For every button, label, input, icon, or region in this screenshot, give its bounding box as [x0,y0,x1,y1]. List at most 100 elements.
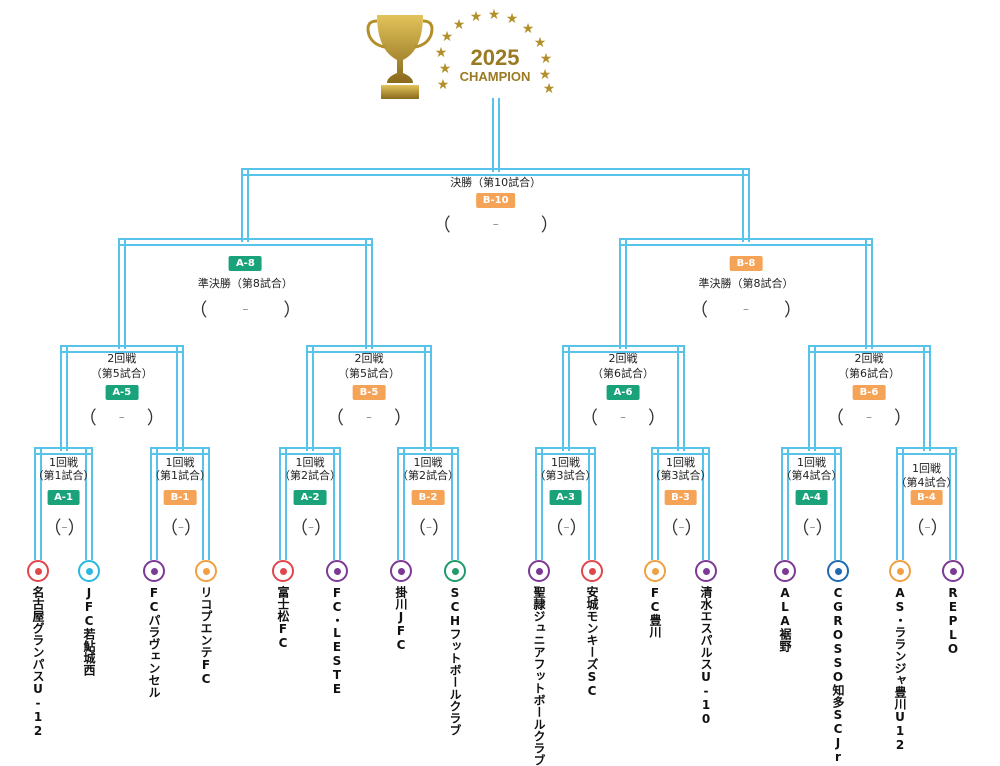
game-label: （第2試合） [397,469,459,482]
match-badge: A-1 [47,490,80,505]
bracket-line [781,447,789,560]
open-paren: （ [660,518,679,539]
score-dash: – [242,302,249,316]
round-label: 1回戦 [912,462,941,475]
game-label: （第5試合） [338,367,400,380]
round-label: 1回戦 [49,456,78,469]
close-paren: ） [432,518,450,539]
score-field: （–） [580,404,666,430]
ball-center [588,567,596,575]
svg-text:★: ★ [539,67,552,83]
bracket-line [865,238,873,348]
team-name: SCHフットボールクラブ [448,586,462,736]
score-dash: – [61,520,68,534]
score-dash: – [866,410,872,424]
svg-text:★: ★ [470,9,483,25]
score-dash: – [118,410,125,424]
bracket-line [651,447,659,560]
bracket-line [117,238,373,246]
team-name: 富士松FC [276,586,290,650]
team-name: 清水エスパルスU-10 [699,586,713,726]
bracket-line [117,238,126,348]
round-label: 1回戦 [797,456,826,469]
game-label: （第2試合） [279,469,341,482]
bracket-line [150,447,158,560]
round-label: 2回戦 [854,352,884,365]
team-name: FC豊川 [648,586,662,638]
bracket-line [333,447,341,560]
close-paren: ） [648,408,666,429]
team-ball-icon [78,560,100,582]
open-paren: （ [906,518,925,539]
trophy-year: 2025 [471,45,520,70]
match-badge: A-6 [606,385,640,400]
score-field: （–） [160,514,202,540]
game-label: （第1試合） [32,469,95,482]
close-paren: ） [569,518,588,539]
bracket-line [306,345,314,450]
svg-text:★: ★ [441,29,454,45]
score-dash: – [492,217,499,231]
match-badge: B-8 [729,256,763,271]
bracket-line [896,447,957,455]
match-badge: A-3 [549,490,582,505]
close-paren: ） [283,300,302,321]
bracket-line [742,168,750,241]
open-paren: （ [408,518,426,539]
bracket-line [241,168,750,176]
open-paren: （ [160,518,178,539]
game-label: （第5試合） [90,367,153,380]
match-badge: B-4 [910,490,943,505]
match-badge: B-6 [852,385,886,400]
score-field: （–） [791,514,834,540]
bracket-line [949,447,957,560]
bracket-line [619,238,627,348]
round-label: 1回戦 [295,456,325,469]
ball-center [202,567,210,575]
open-paren: （ [78,408,97,429]
team-ball-icon [889,560,911,582]
svg-text:★: ★ [522,21,535,37]
close-paren: ） [184,518,202,539]
team-name: 安城モンキーズSC [585,586,599,698]
bracket-line [491,98,500,172]
bracket-line [279,447,287,560]
score-field: （–） [660,514,703,540]
bracket-line [150,447,210,455]
svg-text:★: ★ [453,17,466,33]
score-field: （–） [408,514,450,540]
score-field: （–） [43,514,86,540]
close-paren: ） [394,408,412,429]
svg-text:★: ★ [543,81,556,97]
open-paren: （ [690,300,708,321]
score-field: （–） [826,404,912,430]
team-ball-icon [326,560,348,582]
ball-center [150,567,158,575]
score-field: （–） [546,514,588,540]
ball-center [651,567,659,575]
match-badge: B-3 [664,490,697,505]
open-paren: （ [43,518,62,539]
close-paren: ） [684,518,703,539]
score-field: （–） [690,296,802,322]
bracket-line [85,447,93,560]
open-paren: （ [580,408,598,429]
team-name: 聖隷ジュニアフットボールクラブ [532,586,546,766]
svg-text:★: ★ [435,45,448,61]
team-ball-icon [774,560,796,582]
team-name: JFC若鮎城西 [82,586,96,676]
round-label: 1回戦 [165,456,195,469]
close-paren: ） [930,518,949,539]
score-dash: – [308,520,314,534]
team-ball-icon [390,560,412,582]
bracket-line [424,345,432,450]
open-paren: （ [791,518,810,539]
game-label: （第6試合） [838,367,900,380]
score-field: （–） [79,404,165,430]
bracket-line [59,345,184,353]
round-label: 2回戦 [608,352,638,365]
bracket-line [535,447,596,455]
bracket-line [561,345,570,450]
svg-text:★: ★ [534,35,547,51]
